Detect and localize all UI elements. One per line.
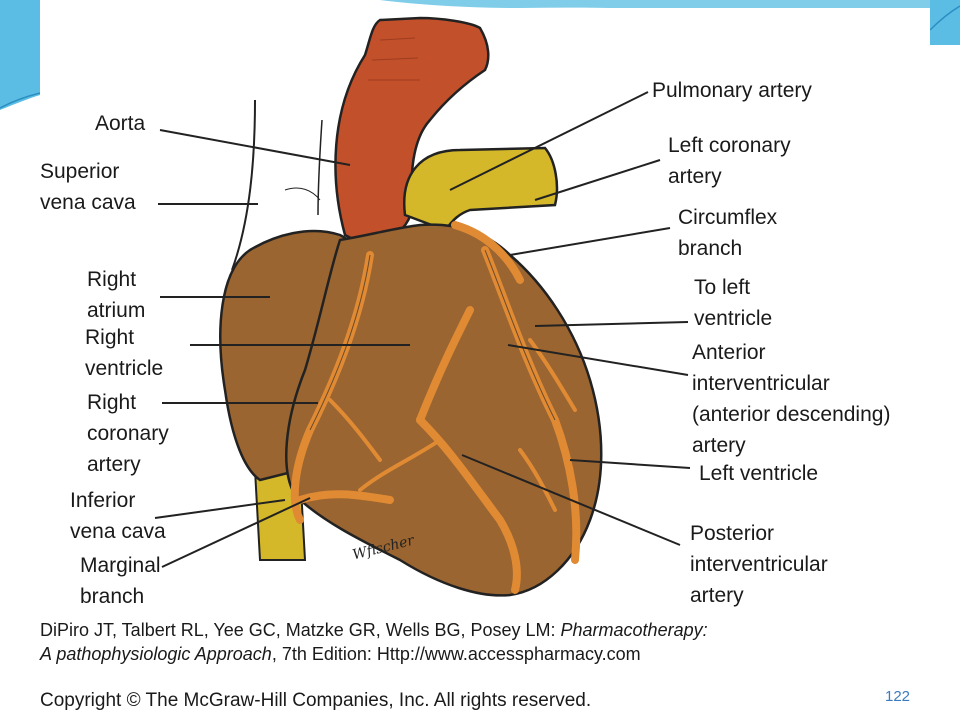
leader-posterior-interventricular <box>461 454 681 546</box>
label-left-ventricle: Left ventricle <box>699 462 819 485</box>
citation-line-2: A pathophysiologic Approach, 7th Edition… <box>40 644 641 664</box>
leader-left-coronary <box>534 159 661 201</box>
leader-pulmonary-artery <box>449 91 649 191</box>
copyright-notice: Copyright © The McGraw-Hill Companies, I… <box>40 690 592 711</box>
decorative-swoosh-left <box>0 0 40 110</box>
label-to-left-ventricle: To left ventricle <box>694 276 773 330</box>
leader-circumflex <box>509 227 671 256</box>
decorative-swoosh-left-line <box>0 92 41 109</box>
label-anterior-interventricular: Anterior interventricular (anterior desc… <box>692 341 891 457</box>
leader-aorta <box>159 129 351 166</box>
pulmonary-artery-shape <box>403 146 559 232</box>
label-left-coronary-artery: Left coronary artery <box>668 134 791 188</box>
posterior-interventricular-vessel <box>416 416 521 594</box>
superior-vena-cava-outline <box>231 99 256 271</box>
label-inferior-vena-cava: Inferior vena cava <box>70 489 166 543</box>
leader-to-left-ventricle <box>534 321 689 327</box>
leader-lines <box>154 91 691 568</box>
page-number: 122 <box>885 688 911 705</box>
leader-marginal-branch <box>161 497 311 568</box>
label-right-ventricle: Right ventricle <box>85 326 164 380</box>
citation-line-1: DiPiro JT, Talbert RL, Yee GC, Matzke GR… <box>40 620 708 640</box>
leader-anterior-interventricular <box>507 344 689 376</box>
label-aorta: Aorta <box>95 112 146 135</box>
label-superior-vena-cava: Superior vena cava <box>40 160 136 214</box>
label-pulmonary-artery: Pulmonary artery <box>652 79 812 102</box>
leader-left-ventricle <box>569 459 691 469</box>
citation: DiPiro JT, Talbert RL, Yee GC, Matzke GR… <box>40 618 708 666</box>
label-right-atrium: Right atrium <box>87 268 146 322</box>
label-marginal-branch: Marginal branch <box>80 554 161 608</box>
leader-inferior-vena-cava <box>154 499 286 519</box>
label-right-coronary-artery: Right coronary artery <box>87 391 169 476</box>
label-circumflex-branch: Circumflex branch <box>678 206 778 260</box>
circumflex-branch-vessel <box>451 221 524 284</box>
label-posterior-interventricular: Posterior interventricular artery <box>690 522 828 607</box>
